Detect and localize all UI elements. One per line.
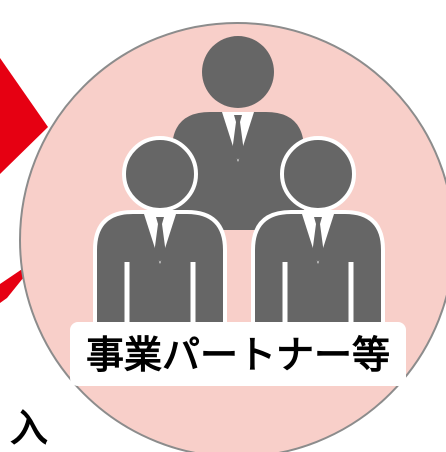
person-front-left-icon bbox=[93, 136, 227, 336]
person-back-icon bbox=[172, 36, 304, 230]
red-arrowhead-icon bbox=[0, 58, 48, 174]
partner-label-box bbox=[70, 322, 406, 386]
person-front-right-tie-icon bbox=[312, 217, 324, 262]
partial-text: 入 bbox=[10, 406, 49, 450]
partner-label: 事業パートナー等 bbox=[86, 333, 390, 377]
person-front-left-tie-icon bbox=[154, 217, 166, 262]
person-front-left-head bbox=[122, 136, 198, 212]
business-people-group-icon bbox=[93, 36, 385, 336]
person-back-body bbox=[172, 112, 304, 230]
person-front-right-head bbox=[280, 136, 356, 212]
person-back-tie-icon bbox=[232, 115, 244, 160]
person-back-head bbox=[202, 36, 274, 108]
